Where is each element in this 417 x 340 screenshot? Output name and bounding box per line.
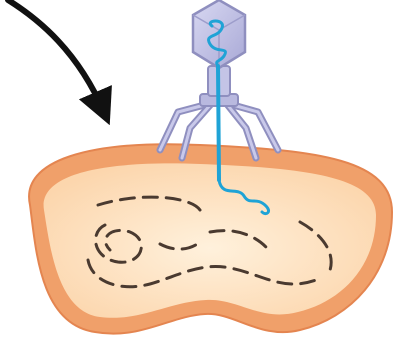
phage-dna-injected: [218, 66, 219, 180]
cytoplasm: [44, 163, 376, 317]
bacterial-cell-icon: [29, 144, 392, 333]
curved-arrow-icon: [8, 0, 104, 112]
